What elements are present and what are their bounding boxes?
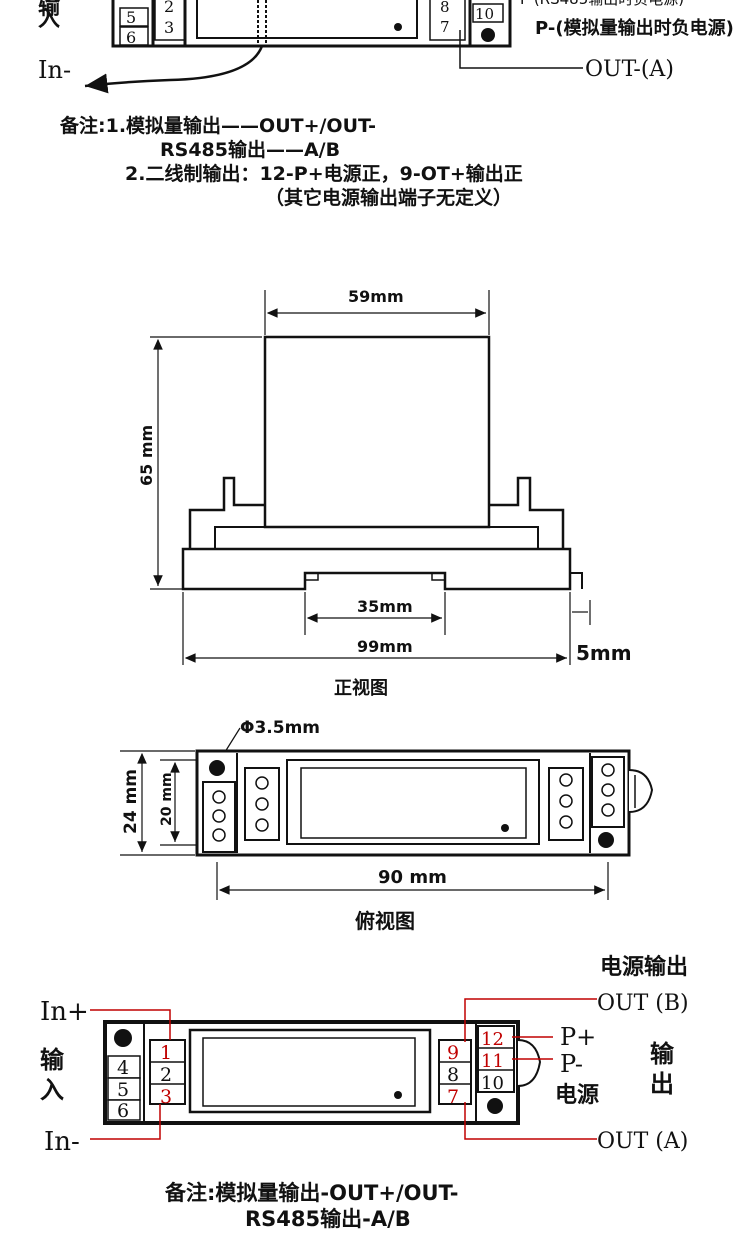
top-term-10: 10 bbox=[475, 5, 494, 23]
din-base bbox=[181, 547, 572, 591]
output-label-char-1: 输 bbox=[650, 1040, 675, 1068]
dim-99mm: 99mm bbox=[357, 637, 413, 656]
dim-35mm: 35mm bbox=[357, 597, 413, 616]
dim-5mm: 5mm bbox=[576, 641, 632, 665]
p-plus-label: P+ bbox=[560, 1023, 596, 1051]
in-minus-label: In- bbox=[44, 1127, 80, 1157]
input-label-char-2: 入 bbox=[40, 1076, 64, 1104]
front-view: 59mm 65 mm 35mm 99mm 5mm 正视图 bbox=[137, 287, 632, 699]
top-p-note-cut: P (RS485输出时负电源) bbox=[520, 0, 684, 8]
dim-59mm: 59mm bbox=[348, 287, 404, 306]
top-term-3: 3 bbox=[164, 18, 174, 37]
module-housing bbox=[263, 335, 491, 529]
top-note-line-3: 2.二线制输出：12-P+电源正，9-OT+输出正 bbox=[125, 162, 523, 185]
out-a-label: OUT (A) bbox=[597, 1129, 688, 1154]
dim-24mm: 24 mm bbox=[121, 769, 141, 834]
dim-90mm: 90 mm bbox=[378, 867, 447, 888]
top-term-6: 6 bbox=[126, 28, 136, 47]
wiring-note-line-1: 备注:模拟量输出-OUT+/OUT- bbox=[164, 1181, 458, 1205]
top-input-label-fragment: 输 bbox=[38, 0, 61, 20]
p-minus-label: P- bbox=[560, 1050, 583, 1078]
terminal-12: 12 bbox=[481, 1029, 504, 1050]
hole-diameter: Φ3.5mm bbox=[240, 718, 320, 738]
top-note-line-2: RS485输出——A/B bbox=[160, 138, 340, 161]
terminal-4: 4 bbox=[117, 1057, 129, 1079]
in-plus-label: In+ bbox=[40, 997, 89, 1027]
top-view: Φ3.5mm 24 mm bbox=[120, 718, 654, 933]
dim-65mm: 65 mm bbox=[137, 425, 156, 486]
top-term-2: 2 bbox=[164, 0, 174, 16]
terminal-5: 5 bbox=[117, 1079, 129, 1101]
input-label-char-1: 输 bbox=[40, 1046, 65, 1074]
wiring-note-line-2: RS485输出-A/B bbox=[245, 1207, 411, 1231]
top-view-caption: 俯视图 bbox=[355, 909, 415, 933]
top-wiring-section: 输 入 5 6 2 3 In- 8 7 10 P (RS485输出时负电源) P… bbox=[38, 0, 734, 209]
wiring-diagram: 电源输出 4 5 6 1 2 3 9 8 7 12 11 bbox=[40, 954, 689, 1231]
top-term-8: 8 bbox=[440, 0, 450, 16]
top-note-line-4: （其它电源输出端子无定义） bbox=[265, 186, 512, 209]
top-out-a: OUT-(A) bbox=[585, 57, 674, 82]
dim-20mm: 20 mm bbox=[159, 772, 175, 826]
terminal-10: 10 bbox=[481, 1073, 504, 1094]
terminal-3: 3 bbox=[160, 1086, 172, 1108]
terminal-1: 1 bbox=[160, 1042, 172, 1064]
top-input-label: 入 bbox=[38, 7, 60, 32]
terminal-9: 9 bbox=[447, 1042, 459, 1064]
terminal-2: 2 bbox=[160, 1064, 172, 1086]
top-note-line-1: 备注:1.模拟量输出——OUT+/OUT- bbox=[59, 114, 376, 137]
power-label: 电源 bbox=[555, 1083, 599, 1108]
out-b-label: OUT (B) bbox=[597, 991, 689, 1016]
terminal-6: 6 bbox=[117, 1100, 129, 1122]
output-label-char-2: 出 bbox=[650, 1070, 674, 1098]
front-view-caption: 正视图 bbox=[334, 677, 388, 699]
power-output-title: 电源输出 bbox=[600, 954, 688, 980]
terminal-8: 8 bbox=[447, 1064, 459, 1086]
terminal-11: 11 bbox=[481, 1051, 504, 1072]
top-in-minus: In- bbox=[38, 56, 71, 84]
terminal-7: 7 bbox=[447, 1086, 459, 1108]
top-p-minus-note: P-(模拟量输出时负电源) bbox=[535, 17, 734, 39]
top-term-5: 5 bbox=[126, 8, 136, 27]
top-term-7: 7 bbox=[440, 18, 450, 36]
